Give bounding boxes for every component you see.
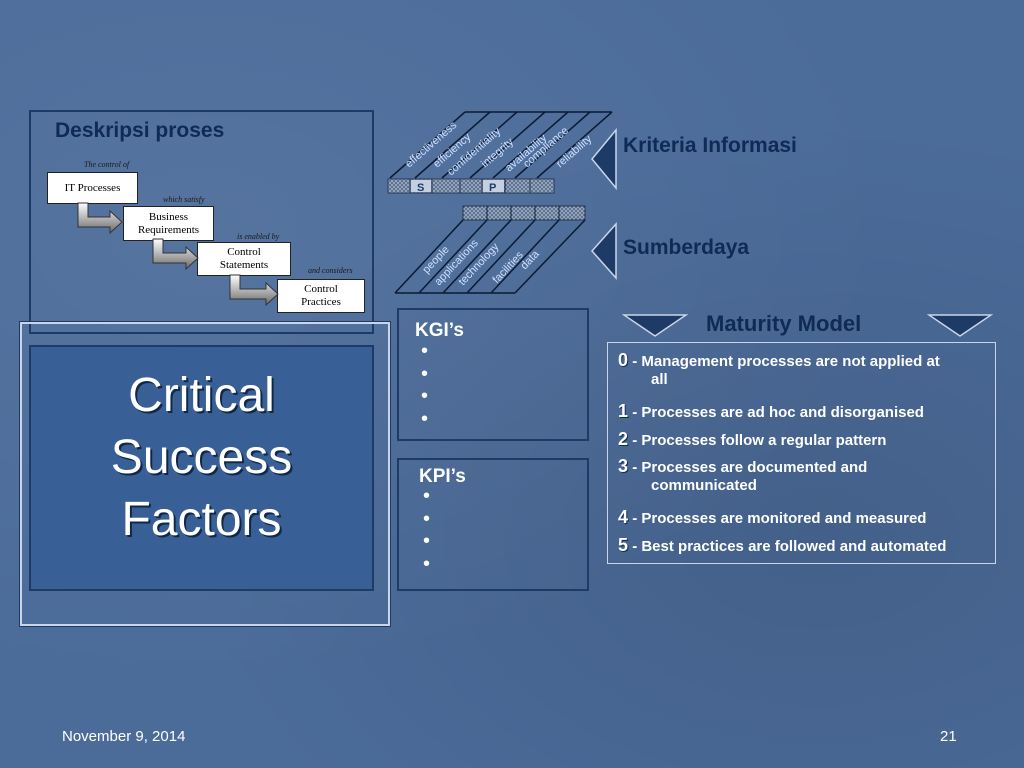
- flow-arrows: [77, 202, 279, 307]
- criteria-band: [389, 111, 613, 179]
- csf-title: Critical Success Factors: [29, 365, 374, 551]
- box-business-line1: Business: [148, 210, 189, 223]
- maturity-text-2: - Processes follow a regular pattern: [632, 432, 887, 449]
- box-practices-line1: Control: [304, 283, 338, 295]
- maturity-row-1: 1 - Processes are ad hoc and disorganise…: [618, 402, 924, 422]
- footer-date: November 9, 2014: [62, 728, 186, 745]
- maturity-level-4: 4: [618, 507, 629, 527]
- maturity-level-0: 0: [618, 350, 629, 370]
- maturity-text-3: - Processes are documented and: [632, 459, 868, 476]
- kpi-bullet: •: [423, 530, 431, 552]
- label-control-of: The control of: [84, 160, 130, 169]
- flow-arrow-2: [152, 238, 199, 271]
- csf-line2: Success: [110, 431, 293, 484]
- criteria-label: Kriteria Informasi: [623, 134, 797, 157]
- kgi-bullet: •: [421, 385, 429, 407]
- kpi-bullet: •: [423, 553, 431, 575]
- maturity-text-3b: communicated: [651, 477, 757, 494]
- kgi-box: [397, 308, 589, 441]
- resources-band: [394, 219, 586, 294]
- label-which-satisfy: which satisfy: [163, 195, 205, 204]
- kgi-bullet: •: [421, 408, 429, 430]
- kpi-bullet: •: [423, 485, 431, 507]
- maturity-text-5: - Best practices are followed and automa…: [632, 538, 947, 555]
- criteria-pointer-icon: [591, 128, 617, 190]
- box-it-processes: IT Processes: [47, 172, 138, 204]
- box-practices-line2: Practices: [301, 296, 341, 308]
- flow-arrow-1: [77, 202, 123, 235]
- resources-pointer-icon: [590, 222, 617, 280]
- maturity-row-0: 0 - Management processes are not applied…: [618, 351, 940, 389]
- criteria-grid-p: P: [489, 182, 496, 194]
- maturity-text-0: - Management processes are not applied a…: [632, 353, 940, 370]
- maturity-row-5: 5 - Best practices are followed and auto…: [618, 536, 946, 556]
- label-and-considers: and considers: [308, 266, 353, 275]
- maturity-level-1: 1: [618, 401, 629, 421]
- maturity-level-5: 5: [618, 535, 629, 555]
- cobit-diagram: S P effectiveness efficiency confidentia…: [387, 111, 613, 294]
- resources-grid: [462, 205, 586, 221]
- csf-outer-frame: [20, 322, 390, 626]
- slide-number: 21: [940, 728, 957, 745]
- maturity-level-3: 3: [618, 456, 629, 476]
- maturity-text-1: - Processes are ad hoc and disorganised: [632, 404, 924, 421]
- process-title: Deskripsi proses: [55, 119, 225, 142]
- maturity-row-4: 4 - Processes are monitored and measured: [618, 508, 926, 528]
- maturity-left-chevron-icon: [622, 314, 688, 337]
- kpi-bullet: •: [423, 508, 431, 530]
- box-it-processes-label: IT Processes: [64, 181, 121, 194]
- csf-line3: Factors: [121, 493, 282, 546]
- label-enabled-by: is enabled by: [237, 232, 280, 241]
- flow-arrow-3: [229, 274, 279, 307]
- maturity-level-2: 2: [618, 429, 629, 449]
- criteria-grid: [387, 178, 555, 194]
- maturity-row-2: 2 - Processes follow a regular pattern: [618, 430, 886, 450]
- kgi-bullet: •: [421, 363, 429, 385]
- criteria-grid-s: S: [417, 182, 424, 194]
- maturity-text-0b: all: [651, 371, 668, 388]
- maturity-title: Maturity Model: [706, 311, 862, 336]
- kgi-title: KGI’s: [415, 320, 464, 341]
- process-panel: [29, 110, 374, 334]
- csf-line1: Critical: [128, 369, 275, 422]
- maturity-row-3: 3 - Processes are documented and communi…: [618, 457, 867, 495]
- box-business-line2: Requirements: [137, 223, 200, 236]
- maturity-box: 0 - Management processes are not applied…: [607, 342, 996, 564]
- kpi-title: KPI’s: [419, 466, 466, 487]
- box-control-line1: Control: [227, 246, 261, 258]
- resources-label: Sumberdaya: [623, 236, 750, 259]
- maturity-right-chevron-icon: [927, 314, 993, 337]
- maturity-text-4: - Processes are monitored and measured: [632, 510, 927, 527]
- csf-panel: [29, 345, 374, 591]
- box-control-line2: Statements: [219, 259, 269, 271]
- kgi-bullet: •: [421, 340, 429, 362]
- kpi-box: [397, 458, 589, 591]
